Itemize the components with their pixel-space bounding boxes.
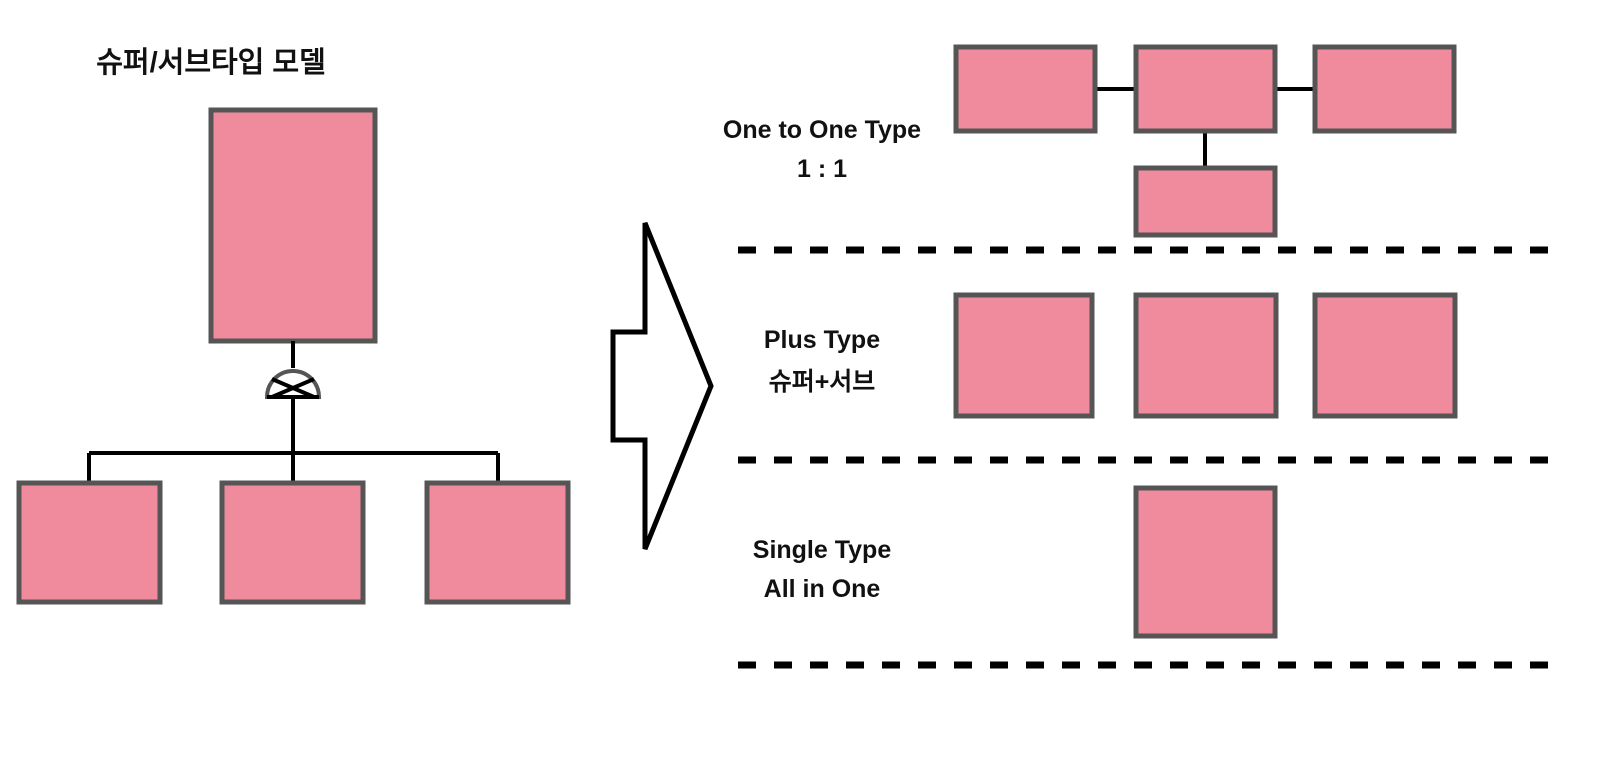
row-plus-type: Plus Type 슈퍼+서브 [764,292,1458,419]
row-single-type: Single Type All in One [753,485,1278,639]
one-to-one-box-left[interactable] [953,44,1098,134]
one-to-one-box-center[interactable] [1133,44,1278,134]
transform-arrow [610,222,714,550]
subtype-box-3[interactable] [424,480,571,605]
row-label-plus-type-line2: 슈퍼+서브 [769,368,876,396]
row-label-one-to-one-line1: One to One Type [723,116,921,144]
row-label-one-to-one-line2: 1 : 1 [797,155,847,183]
right-panel: One to One Type 1 : 1 Plus Type 슈퍼+서브 Si… [723,44,1560,669]
one-to-one-box-bottom[interactable] [1133,165,1278,238]
exclusive-arc-symbol [264,369,322,399]
one-to-one-box-right[interactable] [1312,44,1457,134]
row-one-to-one: One to One Type 1 : 1 [723,44,1457,238]
row-label-single-type-line2: All in One [764,575,881,603]
plus-type-box-2[interactable] [1133,292,1279,419]
subtype-bracket [87,451,500,483]
plus-type-box-3[interactable] [1312,292,1458,419]
exclusive-arc-cross [271,377,315,399]
row-label-single-type-line1: Single Type [753,536,892,564]
single-type-box[interactable] [1133,485,1278,639]
exclusive-arc-dome [264,369,322,399]
subtype-box-1[interactable] [16,480,163,605]
left-panel: 슈퍼/서브타입 모델 [16,46,571,605]
plus-type-box-1[interactable] [953,292,1095,419]
subtype-box-2[interactable] [219,480,366,605]
supertype-box[interactable] [208,107,378,344]
page-title: 슈퍼/서브타입 모델 [96,46,326,79]
row-label-plus-type-line1: Plus Type [764,326,880,354]
